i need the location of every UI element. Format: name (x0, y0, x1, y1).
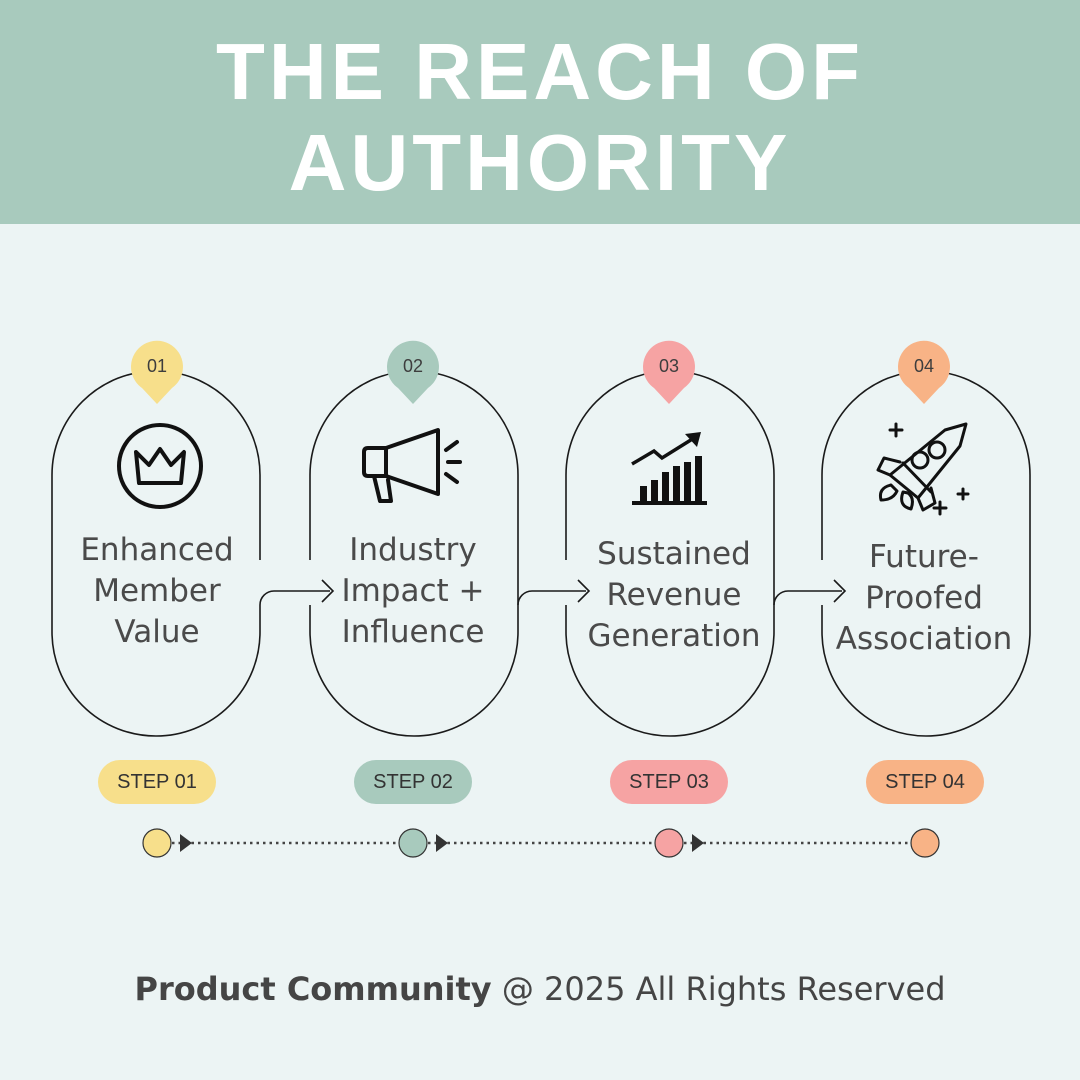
timeline-arrow-3 (692, 834, 704, 852)
arrow-1-2 (321, 579, 335, 603)
step-1-number: 01 (146, 356, 168, 376)
footer: Product Community @ 2025 All Rights Rese… (0, 970, 1080, 1008)
step-3-capsule (565, 370, 775, 737)
connector-1-2 (259, 590, 330, 606)
growth-chart-icon (631, 432, 707, 505)
connector-3-4 (773, 590, 842, 606)
step-1-pin (130, 340, 183, 404)
footer-copyright: @ 2025 All Rights Reserved (491, 970, 946, 1008)
step-1-label: Enhanced Member Value (80, 532, 234, 650)
step-2-label: Industry Impact + Influence (341, 532, 485, 650)
step-1-capsule (51, 370, 261, 737)
timeline-dot-4 (910, 828, 940, 858)
timeline (142, 828, 940, 858)
step-3-badge: STEP 03 (610, 760, 728, 804)
step-3-number: 03 (658, 356, 680, 376)
step-3-label: Sustained Revenue Generation (587, 536, 761, 654)
step-3-pin (642, 340, 695, 404)
page-title-line-1: THE REACH OF (216, 27, 864, 116)
timeline-dot-1 (142, 828, 172, 858)
step-4-label: Future- Proofed Association (835, 539, 1013, 657)
step-4-badge: STEP 04 (866, 760, 984, 804)
step-4-pin (897, 340, 950, 404)
timeline-arrow-2 (436, 834, 448, 852)
title-banner (0, 0, 1080, 224)
step-2-capsule (309, 370, 519, 737)
step-2-badge: STEP 02 (354, 760, 472, 804)
timeline-dot-3 (654, 828, 684, 858)
step-4-number: 04 (913, 356, 935, 376)
page-title-line-2: AUTHORITY (288, 118, 792, 207)
megaphone-icon (362, 428, 462, 503)
step-2-number: 02 (402, 356, 424, 376)
footer-brand: Product Community (134, 970, 492, 1008)
step-4-capsule (821, 370, 1031, 737)
arrow-3-4 (833, 579, 847, 603)
timeline-dot-2 (398, 828, 428, 858)
step-1-badge: STEP 01 (98, 760, 216, 804)
step-2-pin (386, 340, 439, 404)
rocket-icon (876, 422, 970, 516)
connector-2-3 (517, 590, 586, 606)
arrow-2-3 (577, 579, 591, 603)
crown-icon (117, 423, 203, 509)
timeline-arrow-1 (180, 834, 192, 852)
